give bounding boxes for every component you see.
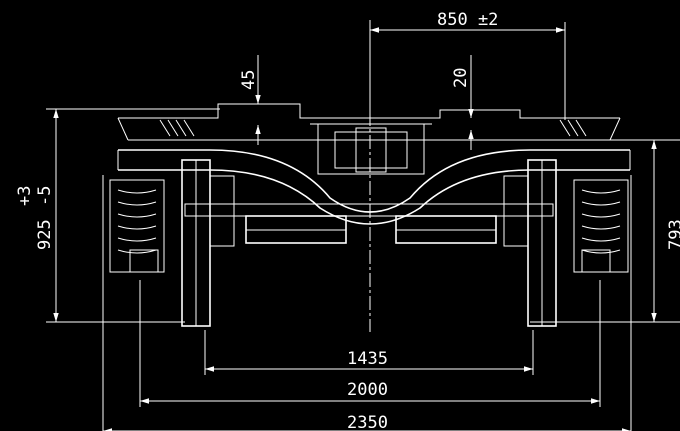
dimension-2000: 2000: [139, 280, 601, 407]
bogie-frame: [117, 103, 631, 244]
dim-top-gap-label: 850 ±2: [437, 10, 498, 30]
right-wheel: [503, 159, 557, 327]
dim-45-label: 45: [239, 70, 259, 90]
dimension-top-850: 850 ±2: [369, 10, 566, 120]
dim-925-nominal: 925: [35, 219, 55, 250]
dim-2350-label: 2350: [347, 413, 388, 431]
dim-925-tol-plus: +3: [15, 186, 35, 206]
dimension-925: 925 +3 -5: [15, 108, 220, 323]
dim-20-label: 20: [451, 68, 471, 88]
dimension-793: 793: [530, 139, 680, 323]
dim-793-label: 793: [666, 219, 680, 250]
dim-2000-label: 2000: [347, 380, 388, 400]
right-spring: [573, 179, 629, 273]
dimension-45: 45: [239, 55, 261, 145]
deck-hatching: [159, 119, 587, 137]
left-spring: [109, 179, 165, 273]
dimension-20: 20: [451, 55, 474, 150]
dim-925-tol-minus: -5: [35, 186, 55, 206]
dimension-2350: 2350: [102, 175, 632, 431]
left-wheel: [181, 159, 235, 327]
dim-1435-label: 1435: [347, 349, 388, 369]
dimension-1435: 1435: [204, 330, 534, 375]
